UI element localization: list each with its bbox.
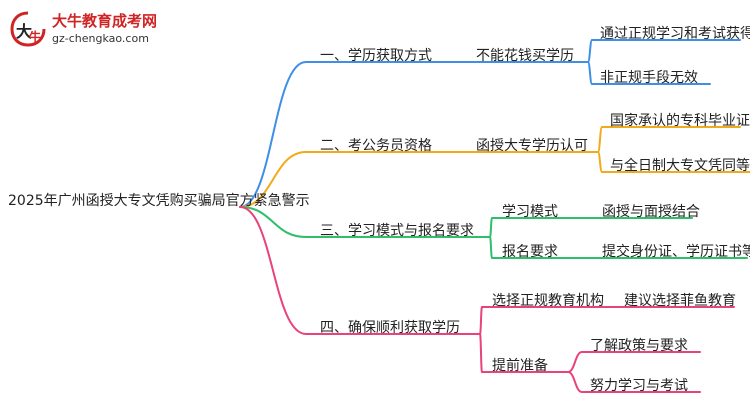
logo-icon: 大 牛: [10, 11, 46, 47]
leaf-topic: 函授与面授结合: [602, 204, 700, 220]
branch-connector: [239, 151, 307, 208]
subtopic-connector: [479, 333, 483, 373]
branch-topic: 二、考公务员资格: [320, 138, 432, 154]
subtopic: 选择正规教育机构: [492, 293, 604, 309]
leaf-connector: [567, 371, 583, 393]
leaf-connector: [597, 126, 603, 153]
svg-text:牛: 牛: [29, 29, 41, 44]
branch-topic: 三、学习模式与报名要求: [320, 223, 474, 239]
leaf-connector: [587, 61, 593, 85]
subtopic: 提前准备: [492, 358, 548, 374]
branch-connector: [239, 61, 307, 208]
subtopic-connector: [489, 236, 493, 259]
branch-connector: [239, 206, 307, 335]
leaf-topic: 建议选择菲鱼教育: [624, 293, 736, 309]
leaf-topic: 努力学习与考试: [590, 378, 688, 394]
leaf-topic: 通过正规学习和考试获得: [600, 26, 750, 42]
brand-logo: 大 牛 大牛教育成考网 gz-chengkao.com: [8, 8, 178, 50]
subtopic: 不能花钱买学历: [476, 48, 574, 64]
leaf-connector: [587, 39, 593, 63]
svg-text:大: 大: [16, 22, 32, 41]
root-topic: 2025年广州函授大专文凭购买骗局官方紧急警示: [8, 193, 310, 209]
leaf-topic: 提交身份证、学历证书等材料: [602, 244, 750, 260]
subtopic: 函授大专学历认可: [476, 138, 588, 154]
subtopic-connector: [489, 217, 493, 238]
logo-title: 大牛教育成考网: [52, 12, 158, 30]
leaf-connector: [597, 151, 603, 173]
subtopic-connector: [479, 306, 483, 335]
branch-topic: 四、确保顺利获取学历: [320, 320, 460, 336]
leaf-topic: 了解政策与要求: [590, 338, 688, 354]
leaf-topic: 非正规手段无效: [600, 70, 698, 86]
branch-topic: 一、学历获取方式: [320, 48, 432, 64]
branch-connector: [239, 206, 307, 238]
leaf-connector: [567, 351, 583, 373]
leaf-topic: 与全日制大专文凭同等效力: [610, 158, 750, 174]
subtopic: 报名要求: [502, 244, 558, 260]
leaf-topic: 国家承认的专科毕业证书: [610, 113, 750, 129]
logo-url: gz-chengkao.com: [52, 32, 149, 45]
subtopic: 学习模式: [502, 204, 558, 220]
